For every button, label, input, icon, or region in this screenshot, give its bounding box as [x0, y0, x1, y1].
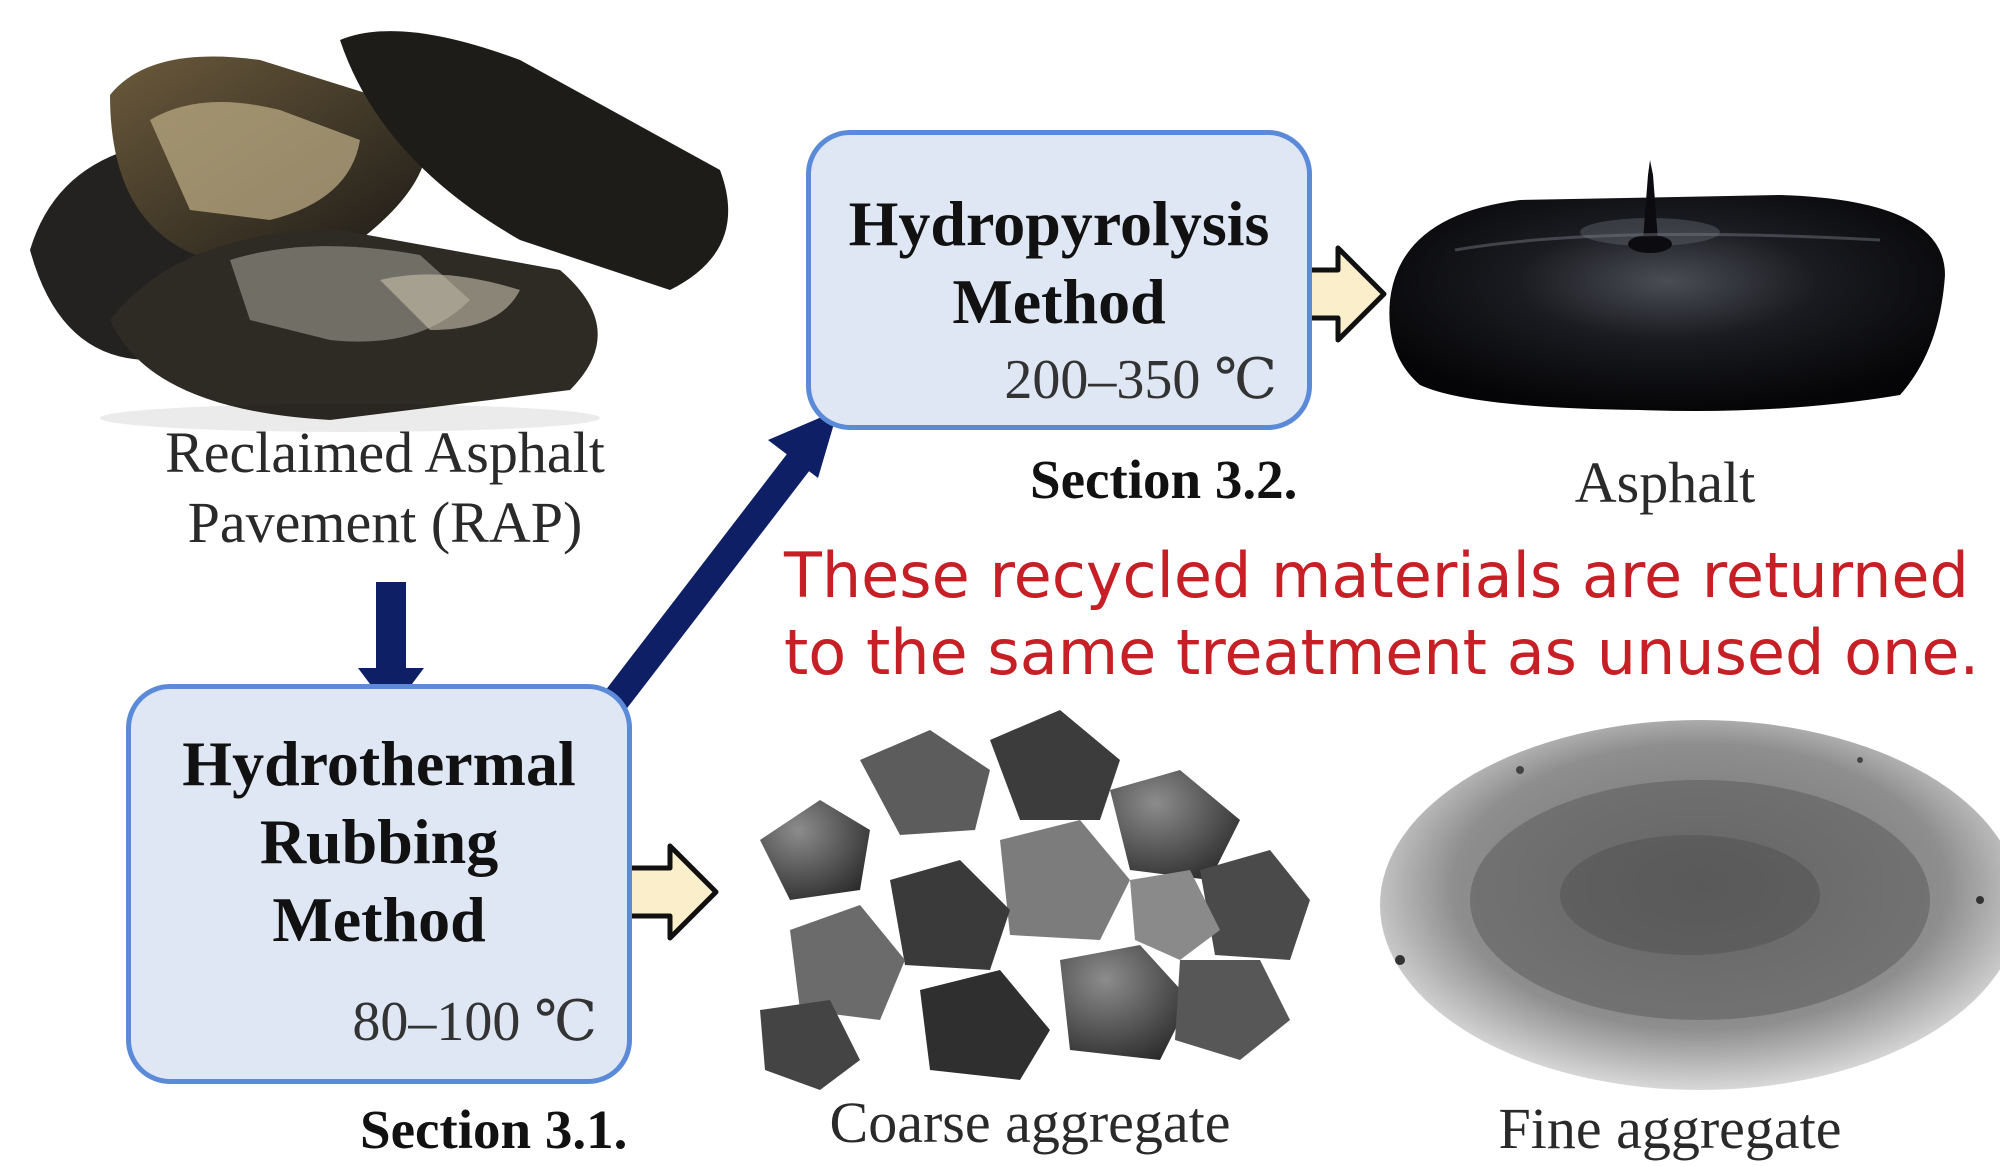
asphalt-label: Asphalt: [1574, 450, 1756, 515]
box-title: Hydrothermal Rubbing Method: [131, 725, 627, 959]
asphalt-puddle-image: [1389, 160, 1945, 411]
rap-label: Reclaimed Asphalt Pavement (RAP): [110, 418, 660, 557]
box-title-line: Hydrothermal: [182, 728, 576, 799]
fine-aggregate-label: Fine aggregate: [1498, 1096, 1842, 1161]
note-line: to the same treatment as unused one.: [784, 615, 1980, 689]
coarse-aggregate-label: Coarse aggregate: [829, 1090, 1231, 1155]
diagonal-arrow: [596, 410, 838, 719]
section-reference: Section 3.2.: [1030, 449, 1298, 510]
rap-chunks-image: [30, 31, 729, 432]
rap-label-line: Reclaimed Asphalt: [165, 420, 605, 485]
rap-label-line: Pavement (RAP): [187, 489, 583, 555]
box-title-line: Rubbing: [259, 806, 499, 878]
recycling-note: These recycled materials are returned to…: [784, 538, 1984, 692]
hydrothermal-rubbing-method-box: Hydrothermal Rubbing Method 80–100 ℃: [126, 684, 632, 1084]
fine-aggregate-image: [1380, 720, 2000, 1090]
box-title-line: Method: [952, 266, 1166, 338]
box-title-line: Hydropyrolysis: [848, 188, 1270, 259]
hydropyrolysis-method-box: Hydropyrolysis Method 200–350 ℃: [806, 130, 1312, 430]
box-title: Hydropyrolysis Method: [811, 185, 1307, 341]
box-title-line: Method: [272, 884, 486, 956]
coarse-aggregate-image: [760, 710, 1310, 1090]
temperature-range: 200–350 ℃: [1004, 349, 1277, 411]
temperature-range: 80–100 ℃: [352, 991, 597, 1053]
right-arrow: [619, 843, 719, 941]
section-reference: Section 3.1.: [360, 1099, 628, 1160]
note-line: These recycled materials are returned: [784, 539, 1969, 612]
